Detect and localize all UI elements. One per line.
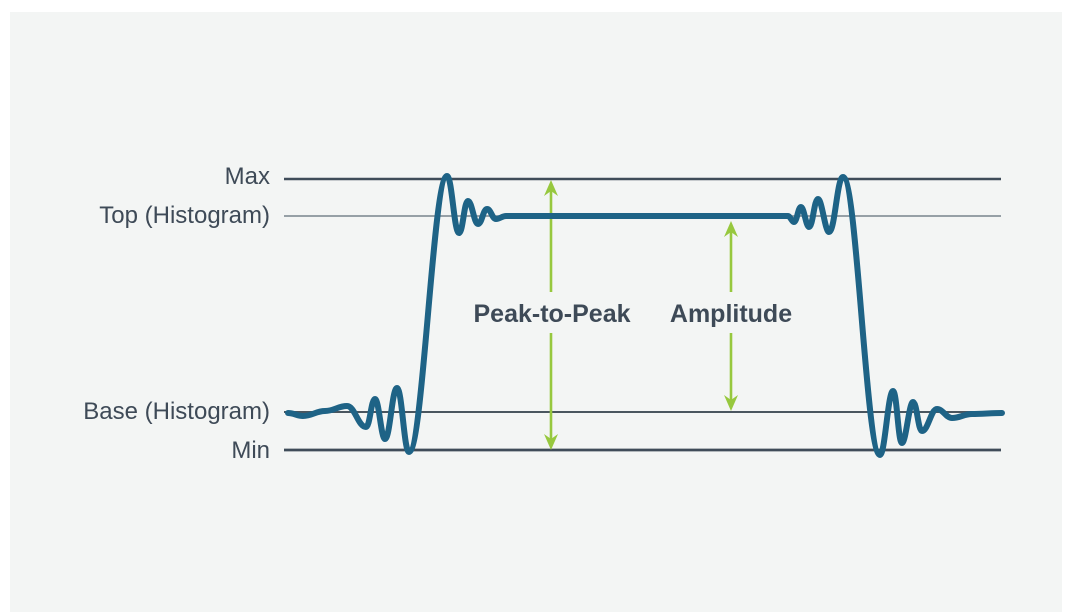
top-level-label: Top (Histogram) [99,202,270,229]
amplitude-arrow [724,221,738,411]
amplitude-label: Amplitude [669,300,793,328]
arrowhead-up-icon [544,180,558,196]
arrowhead-up-icon [724,221,738,237]
base-level-label: Base (Histogram) [83,398,270,425]
diagram-panel [10,12,1062,612]
peak-to-peak-arrow [544,180,558,450]
arrowhead-down-icon [724,395,738,411]
arrowhead-down-icon [544,434,558,450]
pulse-waveform [285,173,1005,458]
max-level-label: Max [224,163,270,190]
peak-to-peak-label: Peak-to-Peak [473,300,631,328]
min-level-label: Min [231,437,270,464]
